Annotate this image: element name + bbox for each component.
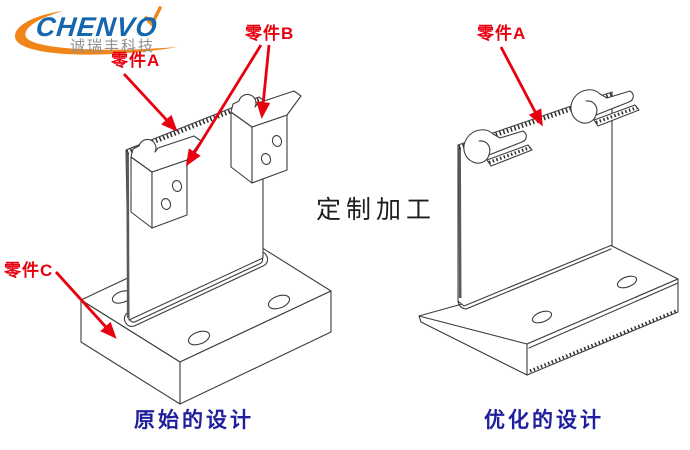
optimized-design-drawing (418, 88, 679, 376)
logo-subtitle-text: 诚瑞丰科技 (70, 38, 156, 55)
watermark-text: 定制加工 (316, 197, 437, 224)
arrow-left-part-c (54, 271, 117, 339)
logo-swoosh-icon (15, 6, 178, 55)
arrow-left-part-b2 (256, 44, 271, 119)
label-right-part-a: 零件A (477, 24, 527, 43)
arrow-left-part-a (122, 73, 178, 132)
arrow-right-part-a (499, 46, 543, 127)
label-left-part-b: 零件B (245, 24, 295, 43)
callout-arrows (54, 44, 543, 339)
caption-original-design: 原始的设计 (134, 409, 254, 432)
flange-front-lip (526, 278, 679, 376)
label-left-part-a: 零件A (111, 51, 161, 70)
flange-top-face (418, 244, 679, 345)
original-design-drawing (80, 90, 332, 405)
base-block-front-face (179, 290, 332, 405)
chenvo-logo: CHENVO 诚瑞丰科技 (6, 4, 216, 68)
clamp-block-right (230, 90, 302, 184)
arrow-left-part-b1 (185, 44, 263, 167)
label-left-part-c: 零件C (4, 261, 54, 280)
caption-optimized-design: 优化的设计 (484, 409, 604, 432)
